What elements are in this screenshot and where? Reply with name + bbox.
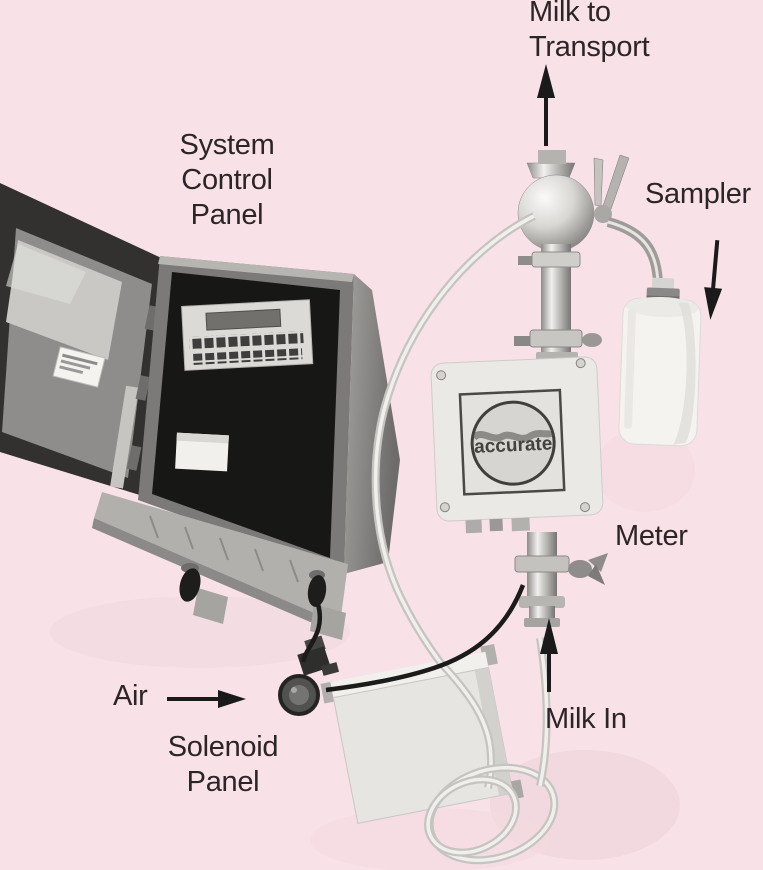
tube-loop [424,763,559,865]
air-gauge-glint [291,687,297,693]
keypad-keys-row [192,348,303,365]
meter-connector [511,517,530,532]
bottle-highlight [624,308,636,429]
flange-tab [193,588,228,624]
valve-handle-fork [593,157,604,207]
solenoid-panel-line2: Panel [186,766,260,798]
wing-nut [568,560,592,578]
tri-clamp-stem [538,150,566,164]
milk-in-arrow [540,618,558,692]
wing-nut-wing [588,564,605,585]
meter-logo-circle [470,400,556,486]
meter-connector [465,519,483,534]
air-label: Air [113,680,148,712]
flange-ribs [149,515,299,583]
meter-to-solenoid-cable [325,584,526,693]
clamp-bolt [514,336,530,346]
milk-in-label: Milk In [545,703,627,735]
bottle-neck [651,277,675,291]
clear-tube-arc [371,212,536,665]
bottom-flange-edge [92,518,340,634]
meter-corner-screws [436,358,590,513]
pipe-clamp [529,329,583,348]
clear-tube-riser [536,637,551,787]
black-cables [300,584,526,693]
bottle-shoulder [626,296,699,318]
hinge-knuckle [126,445,142,471]
pipe-clamp [531,251,581,268]
valve-handle-fork [601,154,630,213]
hinge-rod [110,385,139,489]
cable-gland [179,568,201,602]
bottom-flange [94,492,348,624]
valve-handle-hub [594,205,612,223]
inlet-clamp [514,555,570,573]
system-control-panel-line3: Panel [190,199,264,231]
clamp-bolt [518,256,532,265]
enclosure-body [92,256,400,640]
control-panel-enclosure [0,183,400,640]
sampler-bottle [618,277,702,447]
system-control-panel-line2: Control [181,164,273,196]
gland-to-regulator-cable [300,603,322,663]
clear-tube-drop [437,659,496,789]
keypad-display [205,308,282,331]
system-control-panel-label: System Control Panel [139,128,315,233]
meter-logo-text: accurate [474,433,553,457]
air-arrow [167,690,246,708]
valve-body [517,174,595,252]
milk-to-transport-label: Milk to Transport [529,0,650,65]
inlet-clamp [519,596,565,608]
printer-paper [175,432,229,472]
milk-to-transport-line1: Milk to [529,0,611,28]
hinge-knuckle [135,375,151,401]
inlet-ferrule [524,618,560,627]
milk-to-transport-arrow [537,64,555,146]
keypad [181,299,314,371]
keypad-keys-row [189,331,304,350]
meter-connector [489,518,503,532]
solenoid-panel-line1: Solenoid [167,731,279,763]
body-top-edge [158,256,354,282]
door-label-sticker [52,346,106,388]
sampler-label: Sampler [645,178,751,210]
wing-nut-wing [588,553,608,572]
regulator-stem [320,662,340,676]
milk-to-transport-line2: Transport [529,31,650,63]
annotation-arrows [167,64,723,708]
enclosure-door [0,183,170,496]
cable-gland [307,575,327,607]
meter-logo-wave [471,429,555,442]
door-window-highlight [6,244,86,304]
clear-tubing [371,212,559,865]
meter-box: accurate [430,356,604,534]
sampler-arrow [704,239,723,320]
clamp-wing-nut [582,333,602,347]
meter-label: Meter [615,520,688,552]
body-side-face [344,274,400,574]
sampler-pipe-highlight [607,220,660,285]
milk-inlet-fitting [514,532,608,627]
solenoid-panel-label: Solenoid Panel [138,730,308,800]
system-control-panel-line1: System [179,129,275,161]
bottle-shading [673,302,696,445]
